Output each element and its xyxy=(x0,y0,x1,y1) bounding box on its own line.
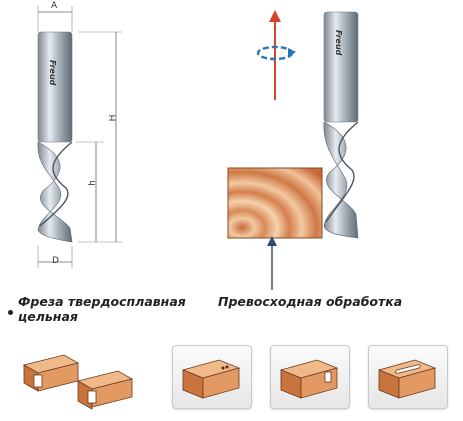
rotation-indicator xyxy=(250,8,300,103)
svg-text:Freud: Freud xyxy=(48,60,57,86)
dimension-d-label: D xyxy=(52,256,59,266)
dimension-h-total-label: H xyxy=(108,114,119,122)
tool-type-caption-line2: цельная xyxy=(18,309,78,324)
right-tool-shank xyxy=(323,11,359,123)
tool-type-caption-line1: Фреза твердосплавная xyxy=(18,294,186,309)
wood-slot-icon xyxy=(377,359,437,399)
example-card-slot xyxy=(368,345,448,409)
tool-flutes xyxy=(37,141,73,243)
dimension-h-cut-label: h xyxy=(87,180,98,186)
example-card-step xyxy=(270,345,350,409)
left-tool-drawing: Freud A H h D xyxy=(0,0,140,275)
tool-shank xyxy=(37,31,73,143)
tool-diagram: Freud xyxy=(37,6,122,268)
finish-quality-caption: Превосходная обработка xyxy=(218,294,403,309)
wood-block xyxy=(227,167,323,239)
grooved-wood-illustration xyxy=(22,345,142,415)
dimension-a-label: A xyxy=(51,1,58,11)
wood-step-icon xyxy=(279,359,339,399)
right-tool-drawing: Freud xyxy=(220,0,360,290)
example-card-rebate xyxy=(172,345,252,409)
wood-rebate-icon xyxy=(181,359,241,399)
tool-type-caption: Фреза твердосплавная цельная xyxy=(18,294,186,324)
caption-bullet-icon xyxy=(8,310,13,315)
svg-text:Freud: Freud xyxy=(334,30,343,56)
